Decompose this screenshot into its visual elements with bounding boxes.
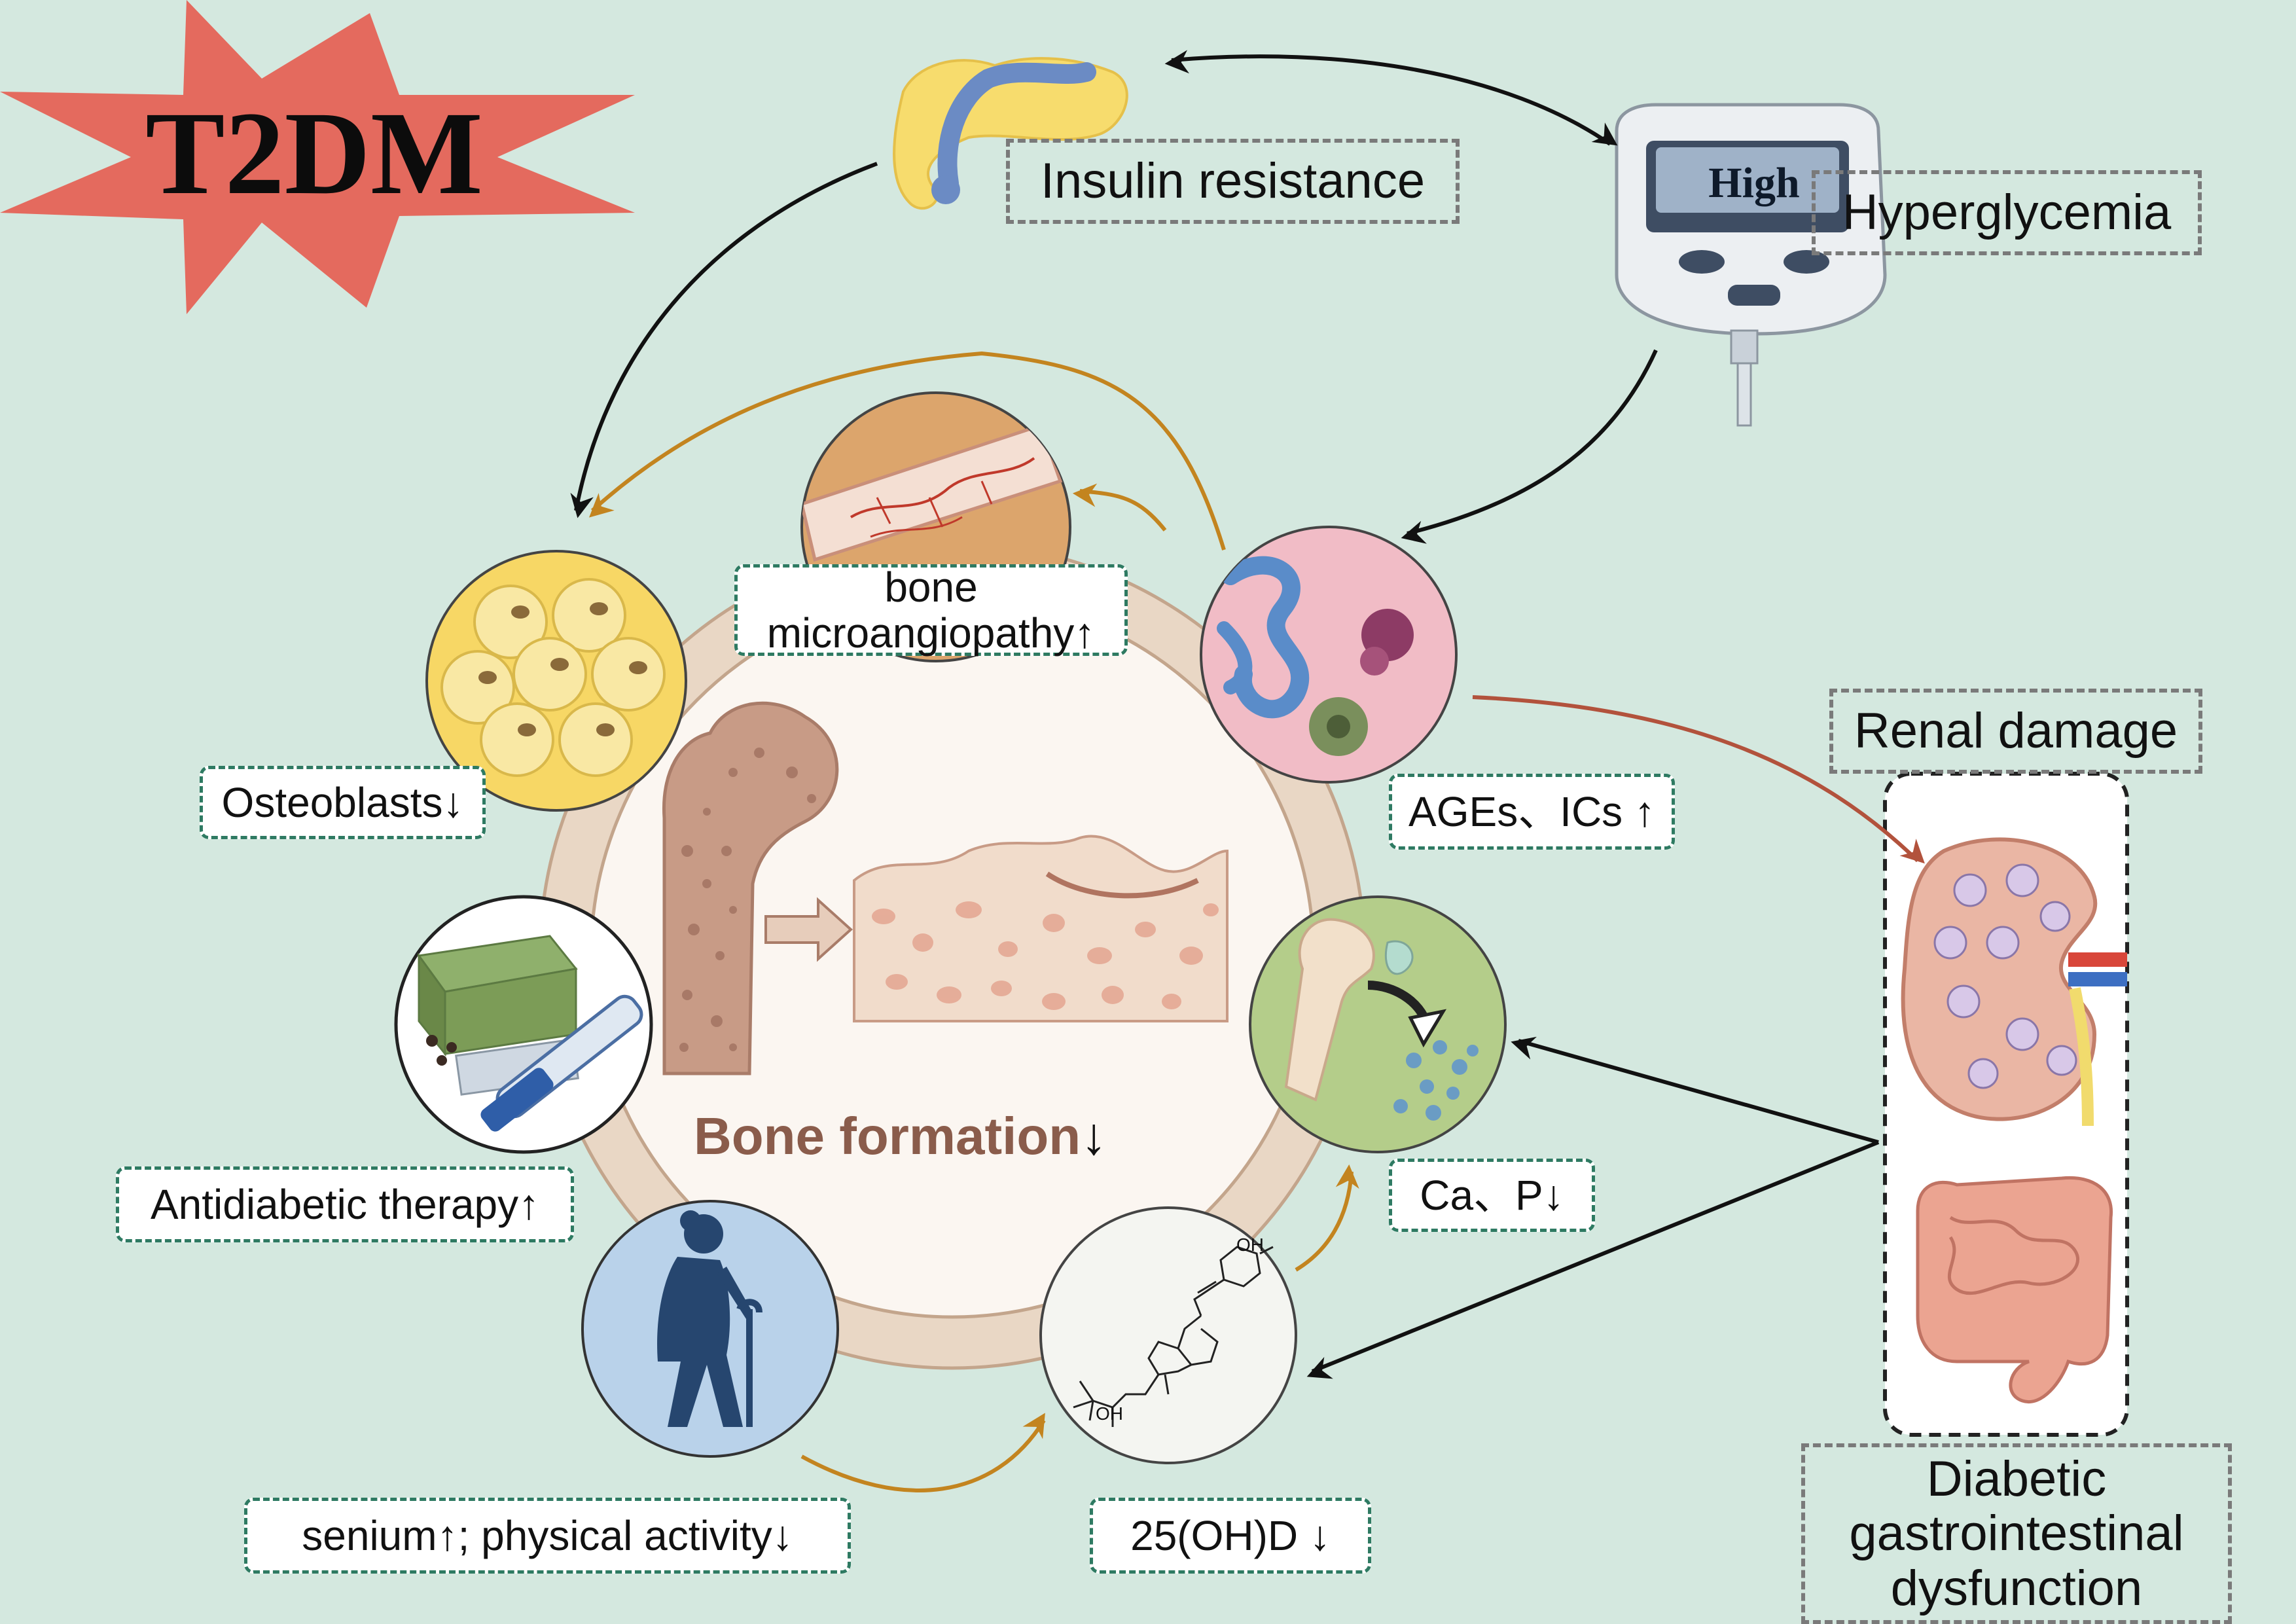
vitd-oh-bottom: OH — [1096, 1403, 1123, 1424]
insulin-hyperglycemia-arrow — [1164, 50, 1618, 146]
vitd-ca-arrow — [1295, 1164, 1359, 1272]
ages-microvessel-arrow — [1072, 483, 1167, 532]
renal-damage-label: Renal damage — [1829, 689, 2202, 774]
block-arrow-icon — [764, 897, 853, 962]
gi-line1: Diabetic — [1926, 1451, 2107, 1507]
intestine-icon — [1916, 1176, 2113, 1404]
ages-renal-arrow — [1472, 695, 1925, 864]
hyperglycemia-ages-arrow — [1401, 349, 1658, 544]
organ-ca-arrow — [1511, 1036, 1879, 1144]
ages-ics-label: AGEs、ICs ↑ — [1389, 774, 1675, 850]
pancreas-icon — [893, 57, 1128, 210]
microangiopathy-line2: microangiopathy↑ — [766, 609, 1096, 657]
bone-formation-text: Bone formation — [694, 1107, 1081, 1165]
femur-icon — [662, 701, 839, 1075]
vitd-oh-top: OH — [1236, 1234, 1264, 1255]
elderly-person-icon — [581, 1200, 839, 1458]
ca-p-label: Ca、P↓ — [1389, 1159, 1595, 1232]
vitamin-d-label: 25(OH)D ↓ — [1090, 1498, 1371, 1574]
medication-icon — [394, 895, 653, 1154]
osteoblasts-label: Osteoblasts↓ — [200, 766, 486, 839]
kidney-icon — [1901, 837, 2127, 1127]
ages-cell-icon — [1200, 526, 1458, 784]
bone-tissue-icon — [853, 835, 1229, 1022]
gi-dysfunction-label: Diabetic gastrointestinal dysfunction — [1801, 1443, 2232, 1624]
hyperglycemia-label: Hyperglycemia — [1812, 170, 2202, 255]
title-t2dm: T2DM — [145, 88, 483, 219]
antidiabetic-therapy-label: Antidiabetic therapy↑ — [116, 1166, 574, 1242]
organ-vitd-arrow — [1306, 1140, 1880, 1379]
gi-line3: dysfunction — [1890, 1560, 2143, 1616]
t2dm-star — [0, 0, 635, 314]
gi-line2: gastrointestinal — [1849, 1506, 2184, 1562]
microangiopathy-line1: bone — [884, 563, 978, 611]
calcium-loss-icon — [1249, 895, 1507, 1153]
insulin-osteoblast-arrow — [570, 162, 878, 518]
microangiopathy-label: bone microangiopathy↑ — [734, 564, 1128, 656]
ages-osteoblast-arrow — [588, 351, 1226, 550]
insulin-resistance-label: Insulin resistance — [1006, 139, 1460, 224]
senium-vitd-arrow — [800, 1413, 1046, 1492]
vitamin-d-structure-icon — [1039, 1206, 1297, 1464]
glucose-meter-icon — [1615, 103, 1887, 427]
bone-formation-arrow: ↓ — [1081, 1107, 1107, 1165]
bone-formation-label: Bone formation↓ — [694, 1106, 1107, 1166]
glucose-meter-readout: High — [1708, 159, 1800, 207]
adipocyte-icon — [425, 550, 687, 812]
senium-activity-label: senium↑; physical activity↓ — [244, 1498, 851, 1574]
